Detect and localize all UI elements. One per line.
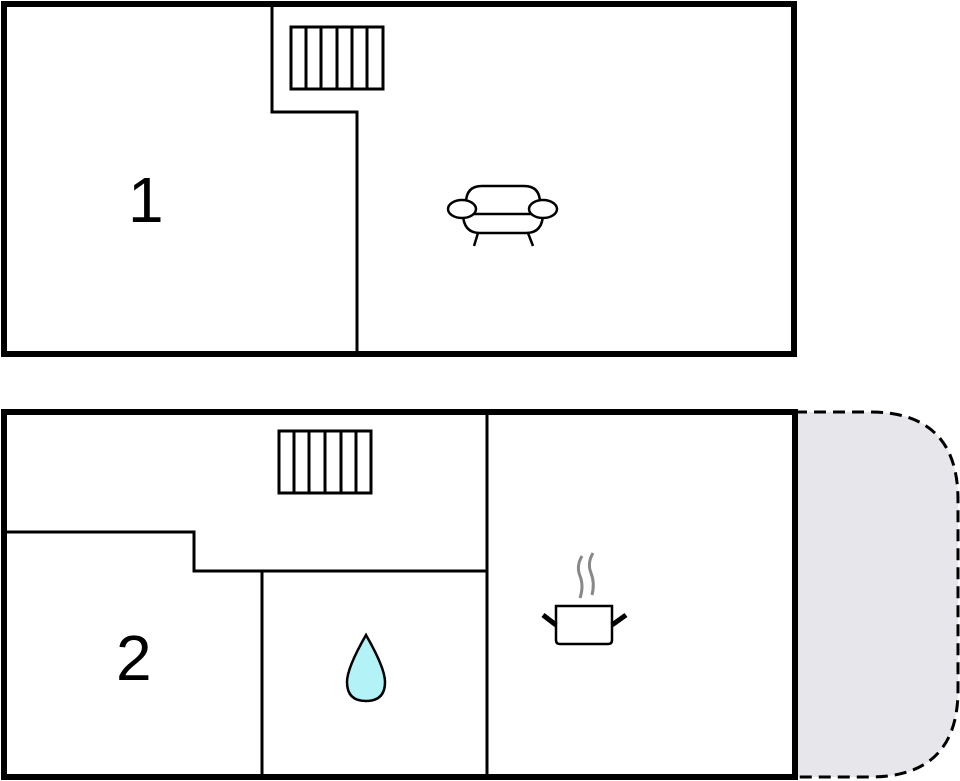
stairs-icon (289, 25, 385, 91)
upper-floor (1, 1, 797, 357)
ground-floor-label: 2 (116, 622, 152, 694)
upper-floor-outer-wall (1, 1, 797, 357)
outdoor-terrace (793, 410, 960, 779)
upper-floor-label: 1 (128, 164, 164, 236)
ground-floor-outer-wall (1, 409, 798, 780)
cooking-pot-icon (541, 552, 628, 646)
ground-floor (1, 409, 960, 780)
stairs-icon (277, 429, 373, 495)
hall-wall (4, 530, 487, 573)
sofa-icon (446, 184, 559, 247)
water-drop-icon (345, 632, 387, 703)
upper-floor-internal-wall (270, 4, 359, 354)
